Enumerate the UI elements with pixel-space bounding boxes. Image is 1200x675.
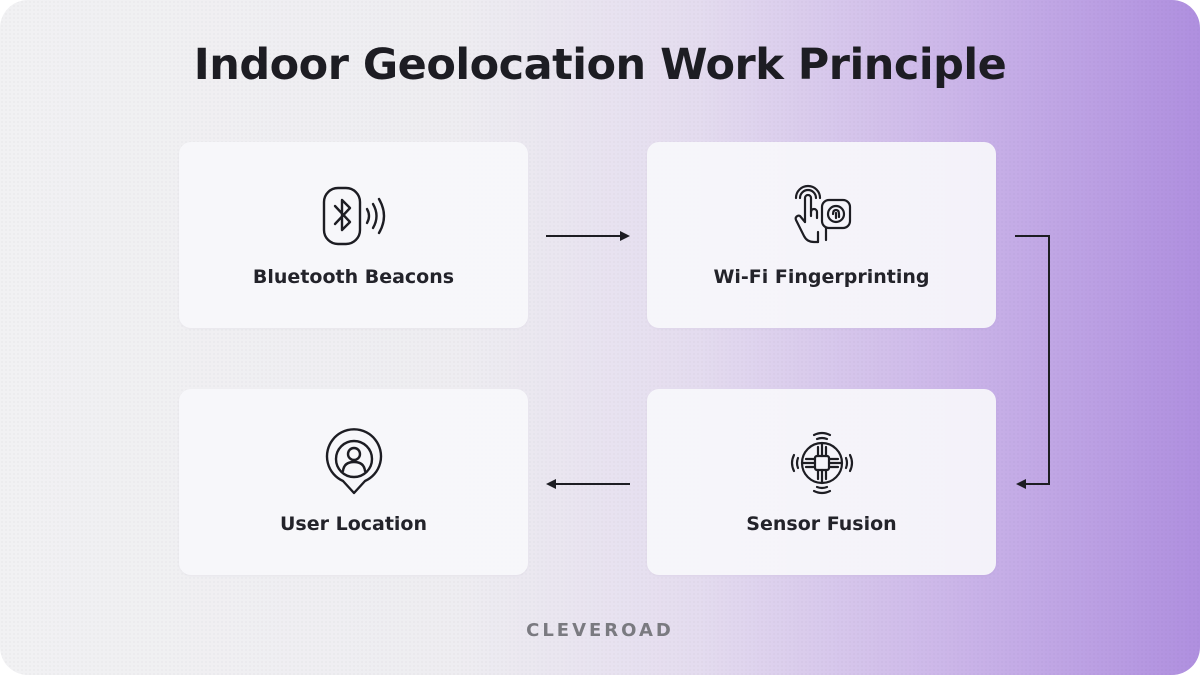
fingerprint-touch-icon	[786, 180, 858, 252]
step-card-bluetooth-beacons: Bluetooth Beacons	[179, 142, 528, 328]
step-label: Wi-Fi Fingerprinting	[713, 266, 930, 288]
location-pin-user-icon	[318, 427, 390, 499]
step-label: User Location	[279, 513, 428, 535]
step-card-user-location: User Location	[179, 389, 528, 575]
brand-logo-text: CLEVEROAD	[526, 620, 674, 641]
diagram-title: Indoor Geolocation Work Principle	[193, 40, 1007, 90]
arrow-wifi-to-sensor	[1015, 235, 1050, 489]
bluetooth-beacon-icon	[318, 180, 390, 252]
step-label: Sensor Fusion	[746, 513, 897, 535]
chip-sensor-icon	[786, 427, 858, 499]
step-card-sensor-fusion: Sensor Fusion	[647, 389, 996, 575]
step-label: Bluetooth Beacons	[252, 266, 455, 288]
step-card-wifi-fingerprinting: Wi-Fi Fingerprinting	[647, 142, 996, 328]
